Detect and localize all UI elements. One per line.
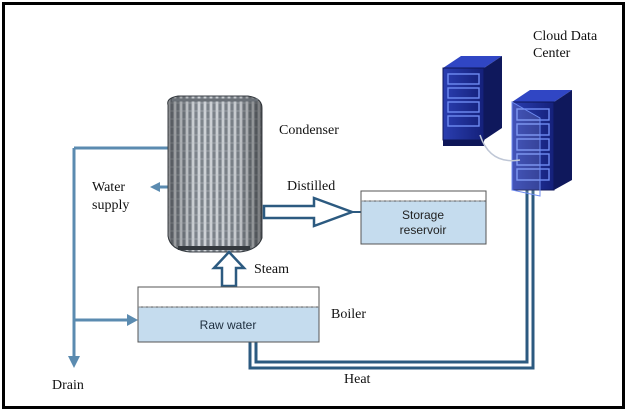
cloud-data-center-label-1: Cloud Data — [533, 29, 598, 44]
cloud-data-center-label-2: Center — [533, 46, 571, 61]
storage-reservoir — [360, 190, 487, 245]
condenser-unit — [167, 95, 263, 253]
water-supply-label-1: Water — [92, 180, 125, 195]
drain-arrowhead — [68, 356, 80, 368]
storage-reservoir-label-1: Storage — [402, 208, 444, 222]
heat-pipe — [248, 190, 535, 370]
raw-water-label: Raw water — [200, 318, 257, 332]
water-supply-arrowhead — [150, 182, 160, 192]
storage-reservoir-label-2: reservoir — [400, 223, 447, 237]
water-supply-label-2: supply — [92, 198, 129, 213]
steam-label: Steam — [254, 262, 289, 277]
server-cable — [479, 134, 521, 162]
condenser-label: Condenser — [279, 123, 339, 138]
boiler-label: Boiler — [331, 307, 366, 322]
distilled-arrow — [262, 196, 361, 228]
distilled-label: Distilled — [287, 179, 335, 194]
server-rack-right — [511, 90, 572, 197]
drain-label: Drain — [52, 378, 84, 393]
heat-label: Heat — [344, 372, 371, 387]
boiler — [137, 286, 320, 343]
steam-arrow — [211, 250, 247, 288]
server-rack-left — [442, 56, 502, 146]
water-supply-pipe — [72, 146, 168, 358]
boiler-inlet-arrowhead — [127, 314, 138, 326]
